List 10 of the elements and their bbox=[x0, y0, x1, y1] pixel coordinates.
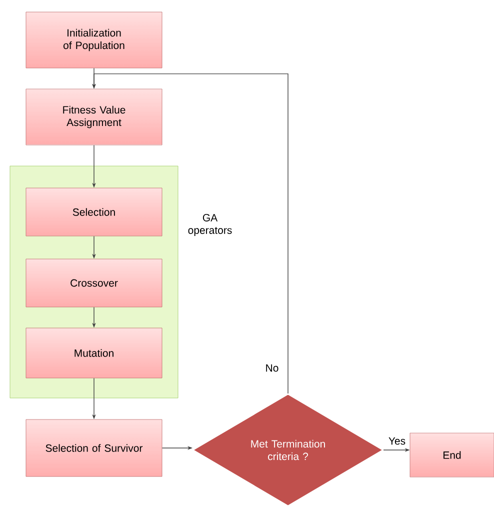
process-box: Selection of Survivor bbox=[26, 419, 162, 477]
node-label: GA operators bbox=[188, 214, 232, 236]
process-box: Fitness Value Assignment bbox=[26, 88, 162, 146]
process-box: End bbox=[410, 432, 494, 478]
process-box: Mutation bbox=[26, 328, 162, 378]
process-box: Selection bbox=[26, 188, 162, 236]
edge-label: No bbox=[264, 363, 280, 373]
edge-label: Yes bbox=[387, 436, 407, 446]
process-box: Crossover bbox=[26, 258, 162, 308]
process-box: Initialization of Population bbox=[26, 12, 162, 68]
